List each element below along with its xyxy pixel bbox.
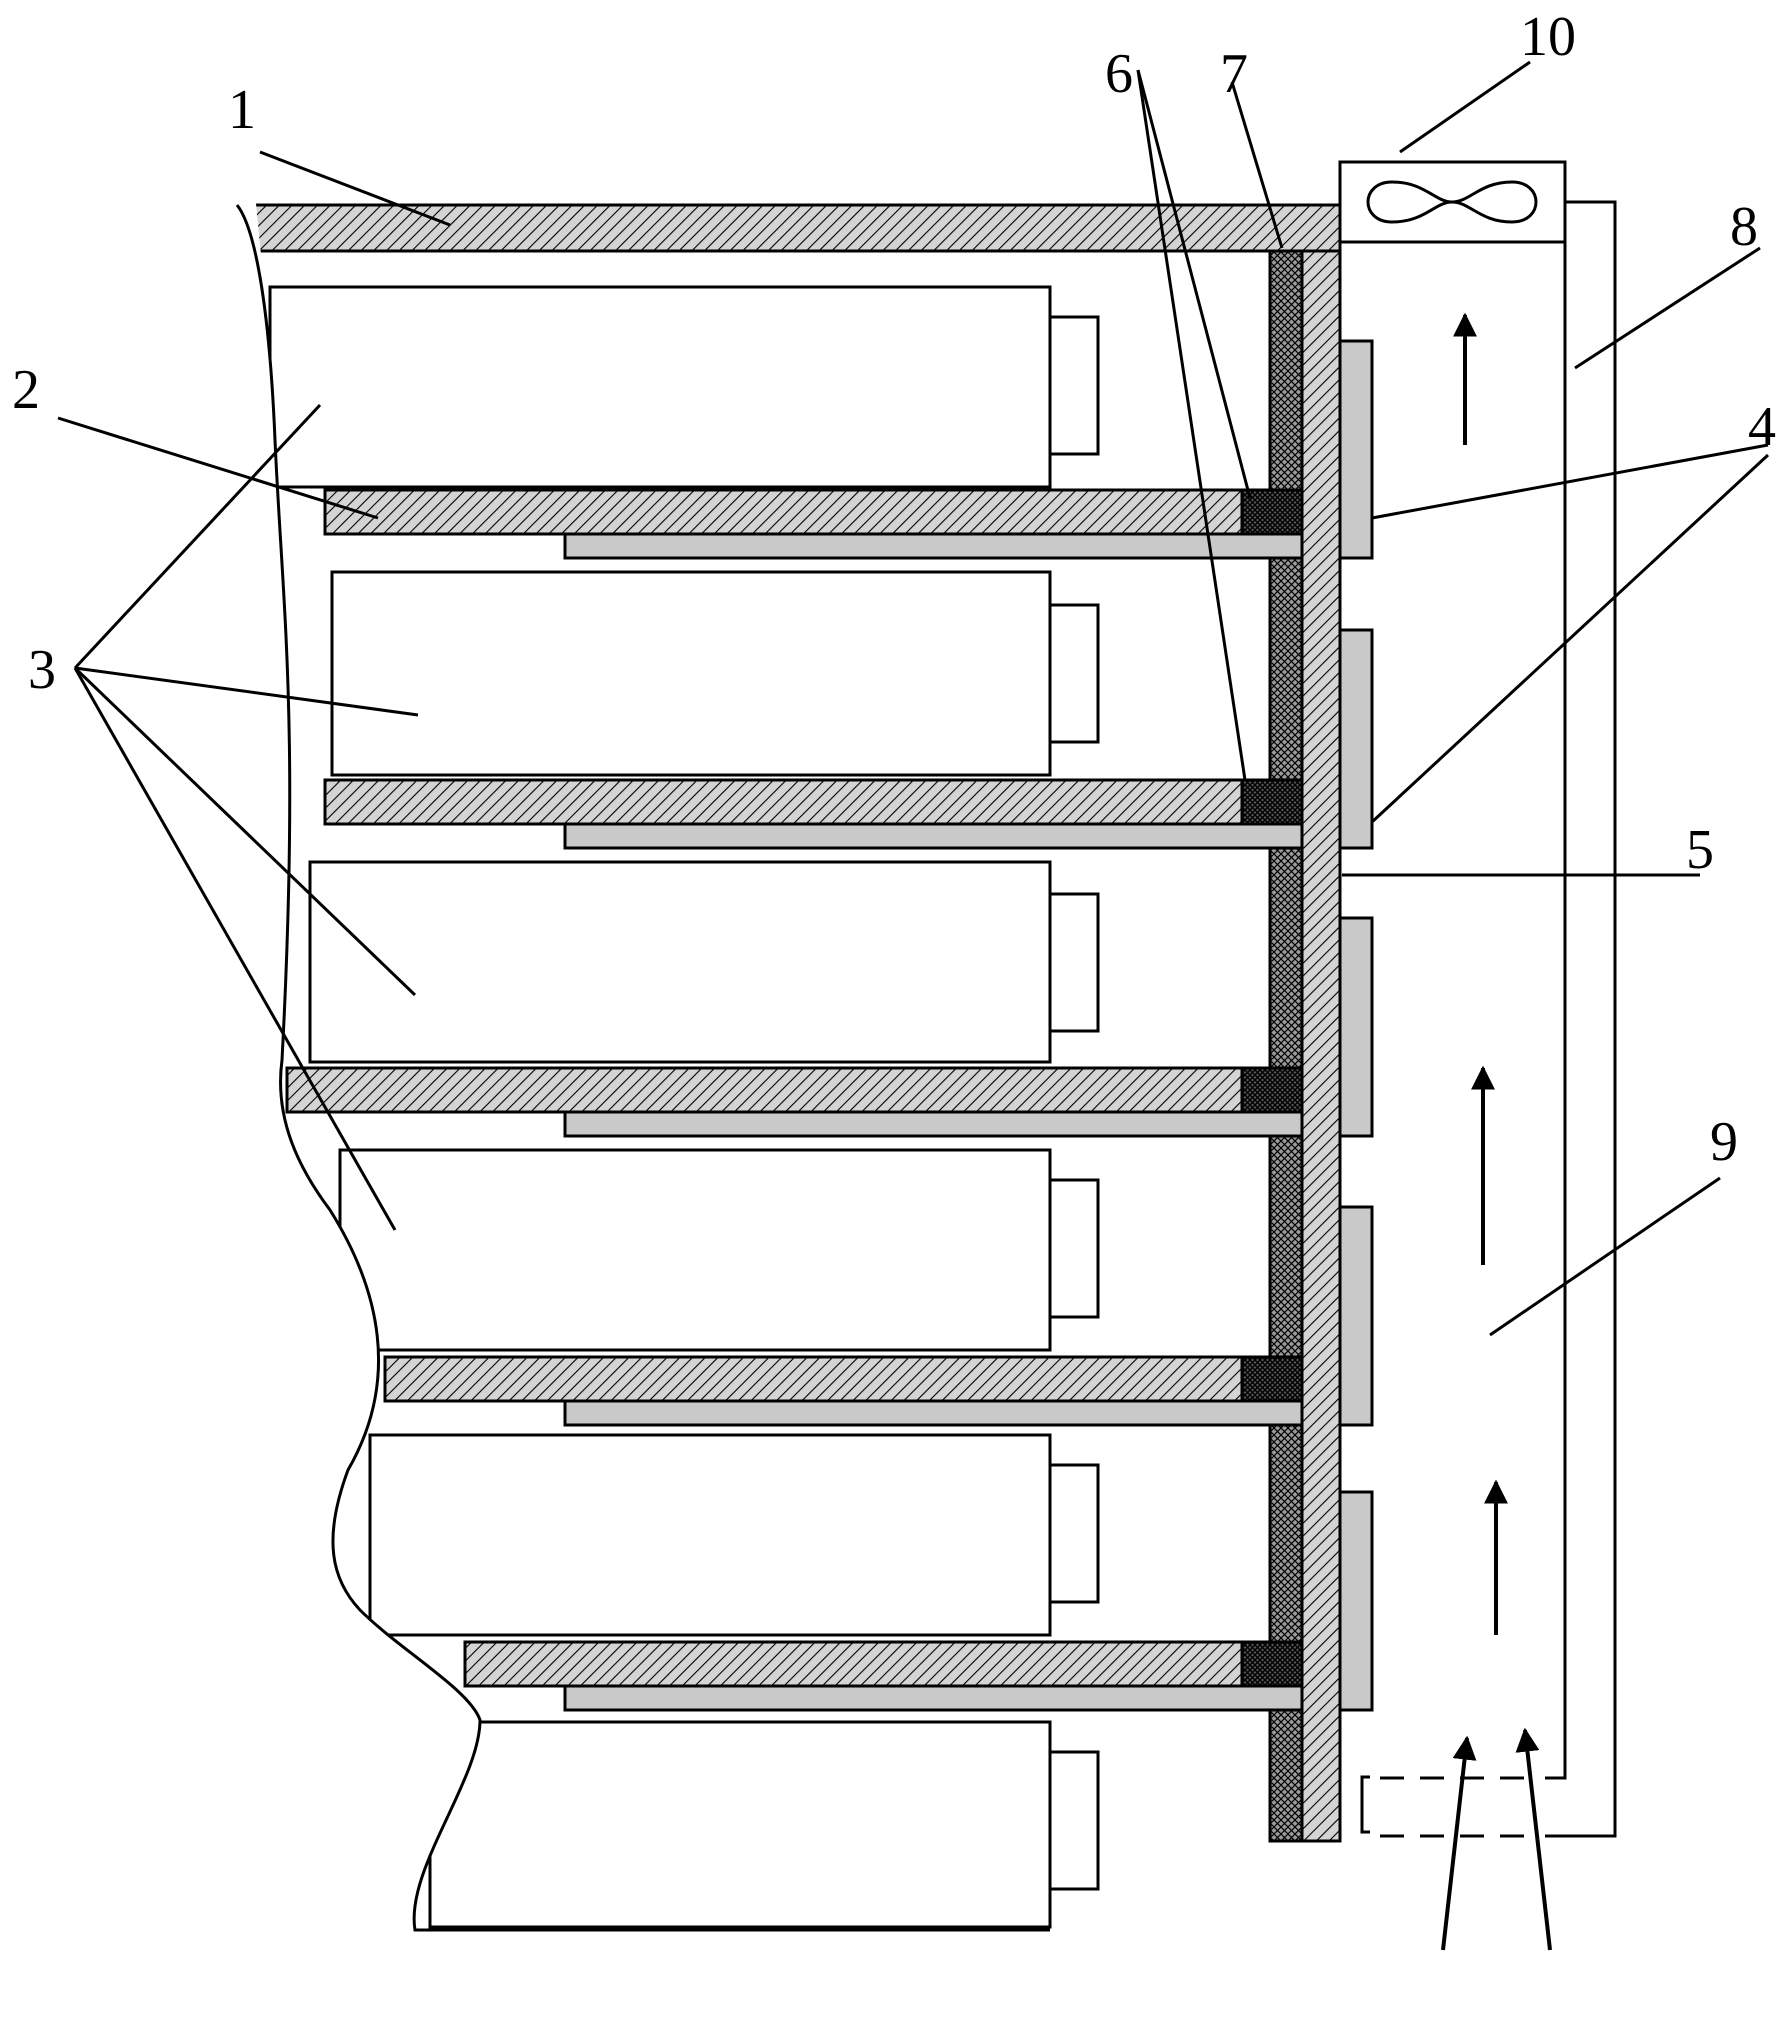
battery-terminal xyxy=(1048,603,1100,744)
joint-block xyxy=(1240,1066,1304,1114)
inlet-bracket xyxy=(1360,1775,1370,1834)
leader-lines xyxy=(57,60,1770,1337)
battery-cell xyxy=(338,1148,1052,1352)
duct-outer xyxy=(1545,200,1617,1838)
cooling-fin xyxy=(563,628,1374,850)
labels: 1 2 3 4 5 6 7 8 9 10 xyxy=(12,6,1776,1173)
label-10: 10 xyxy=(1520,6,1576,68)
label-6: 6 xyxy=(1105,43,1133,105)
label-9: 9 xyxy=(1710,1111,1738,1173)
joint-block xyxy=(1240,488,1304,536)
support-plate xyxy=(323,778,1304,826)
support-plate xyxy=(285,1066,1304,1114)
airflow-arrow xyxy=(1515,1727,1552,1951)
tier-1 xyxy=(268,285,1374,560)
battery-terminal xyxy=(1048,892,1100,1033)
cooling-fin xyxy=(563,916,1374,1138)
tier-3 xyxy=(285,860,1374,1138)
label-2: 2 xyxy=(12,359,40,421)
cooling-fin xyxy=(563,1490,1374,1712)
cooling-fin xyxy=(563,339,1374,560)
support-plate xyxy=(323,488,1304,536)
battery-cell-bottom xyxy=(428,1720,1052,1929)
label-3: 3 xyxy=(28,639,56,701)
label-4: 4 xyxy=(1748,396,1776,458)
label-8: 8 xyxy=(1730,196,1758,258)
battery-cell xyxy=(330,570,1052,777)
label-5: 5 xyxy=(1686,819,1714,881)
battery-cell xyxy=(368,1433,1052,1637)
battery-cell xyxy=(308,860,1052,1064)
battery-cell xyxy=(268,285,1052,489)
support-plate xyxy=(383,1355,1304,1403)
joint-block xyxy=(1240,1355,1304,1403)
label-1: 1 xyxy=(228,79,256,141)
tier-4 xyxy=(338,1148,1374,1427)
joint-block xyxy=(1240,778,1304,826)
support-plate xyxy=(463,1640,1304,1688)
cooling-fin xyxy=(563,1205,1374,1427)
vertical-wall xyxy=(1300,249,1342,1843)
airflow-arrow xyxy=(1441,1735,1477,1951)
tier-2 xyxy=(323,570,1374,850)
battery-terminal xyxy=(1048,1463,1100,1604)
duct-inner xyxy=(1545,238,1567,1780)
fan-icon xyxy=(1366,180,1538,224)
battery-terminal xyxy=(1048,315,1100,456)
label-7: 7 xyxy=(1220,43,1248,105)
tier-5 xyxy=(368,1433,1374,1712)
airflow-arrows xyxy=(1441,312,1552,1951)
joint-block xyxy=(1240,1640,1304,1688)
break-mask xyxy=(0,0,480,1930)
battery-terminal xyxy=(1048,1750,1100,1891)
battery-terminal xyxy=(1048,1178,1100,1319)
